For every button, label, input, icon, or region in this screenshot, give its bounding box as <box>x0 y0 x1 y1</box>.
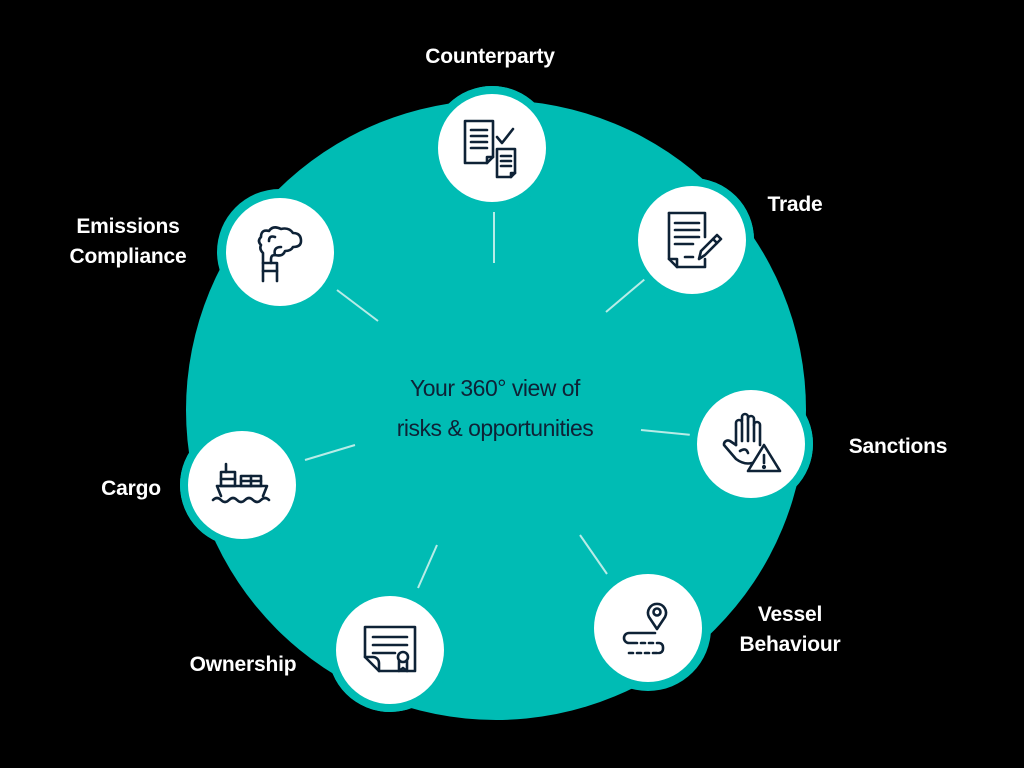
spoke-sanctions <box>640 429 693 436</box>
node-vessel-behaviour <box>594 574 702 682</box>
label-sanctions: Sanctions <box>848 435 948 458</box>
label-counterparty: Counterparty <box>425 45 555 68</box>
center-caption: Your 360° view of risks & opportunities <box>330 368 660 448</box>
node-trade <box>638 186 746 294</box>
spokes <box>304 212 693 589</box>
spoke-trade <box>605 278 646 313</box>
center-caption-line2: risks & opportunities <box>396 415 594 441</box>
certificate-icon <box>363 625 417 673</box>
label-emissions-compliance-line2: Compliance <box>69 245 187 268</box>
hand-warning-icon <box>722 412 782 473</box>
cargo-ship-icon <box>211 462 271 504</box>
spoke-vessel-behaviour <box>579 534 608 575</box>
smokestack-icon <box>257 226 303 283</box>
document-pen-icon <box>667 211 723 269</box>
node-ownership <box>336 596 444 704</box>
label-trade: Trade <box>767 193 823 216</box>
label-emissions-compliance-line1: Emissions <box>76 215 180 238</box>
node-counterparty <box>438 94 546 202</box>
label-vessel-behaviour-line1: Vessel <box>757 603 823 626</box>
node-emissions-compliance <box>226 198 334 306</box>
spoke-ownership <box>417 544 438 589</box>
label-vessel-behaviour-line2: Behaviour <box>739 633 841 656</box>
label-vessel-behaviour: Vessel Behaviour <box>720 600 860 660</box>
route-pin-icon <box>622 602 668 655</box>
node-sanctions <box>697 390 805 498</box>
node-cargo <box>188 431 296 539</box>
label-cargo: Cargo <box>101 477 161 500</box>
center-caption-line1: Your 360° view of <box>410 375 580 401</box>
spoke-emissions-compliance <box>336 289 379 322</box>
spoke-cargo <box>304 444 356 461</box>
documents-check-icon <box>463 119 517 179</box>
label-emissions-compliance: Emissions Compliance <box>48 212 208 272</box>
label-ownership: Ownership <box>189 653 297 676</box>
